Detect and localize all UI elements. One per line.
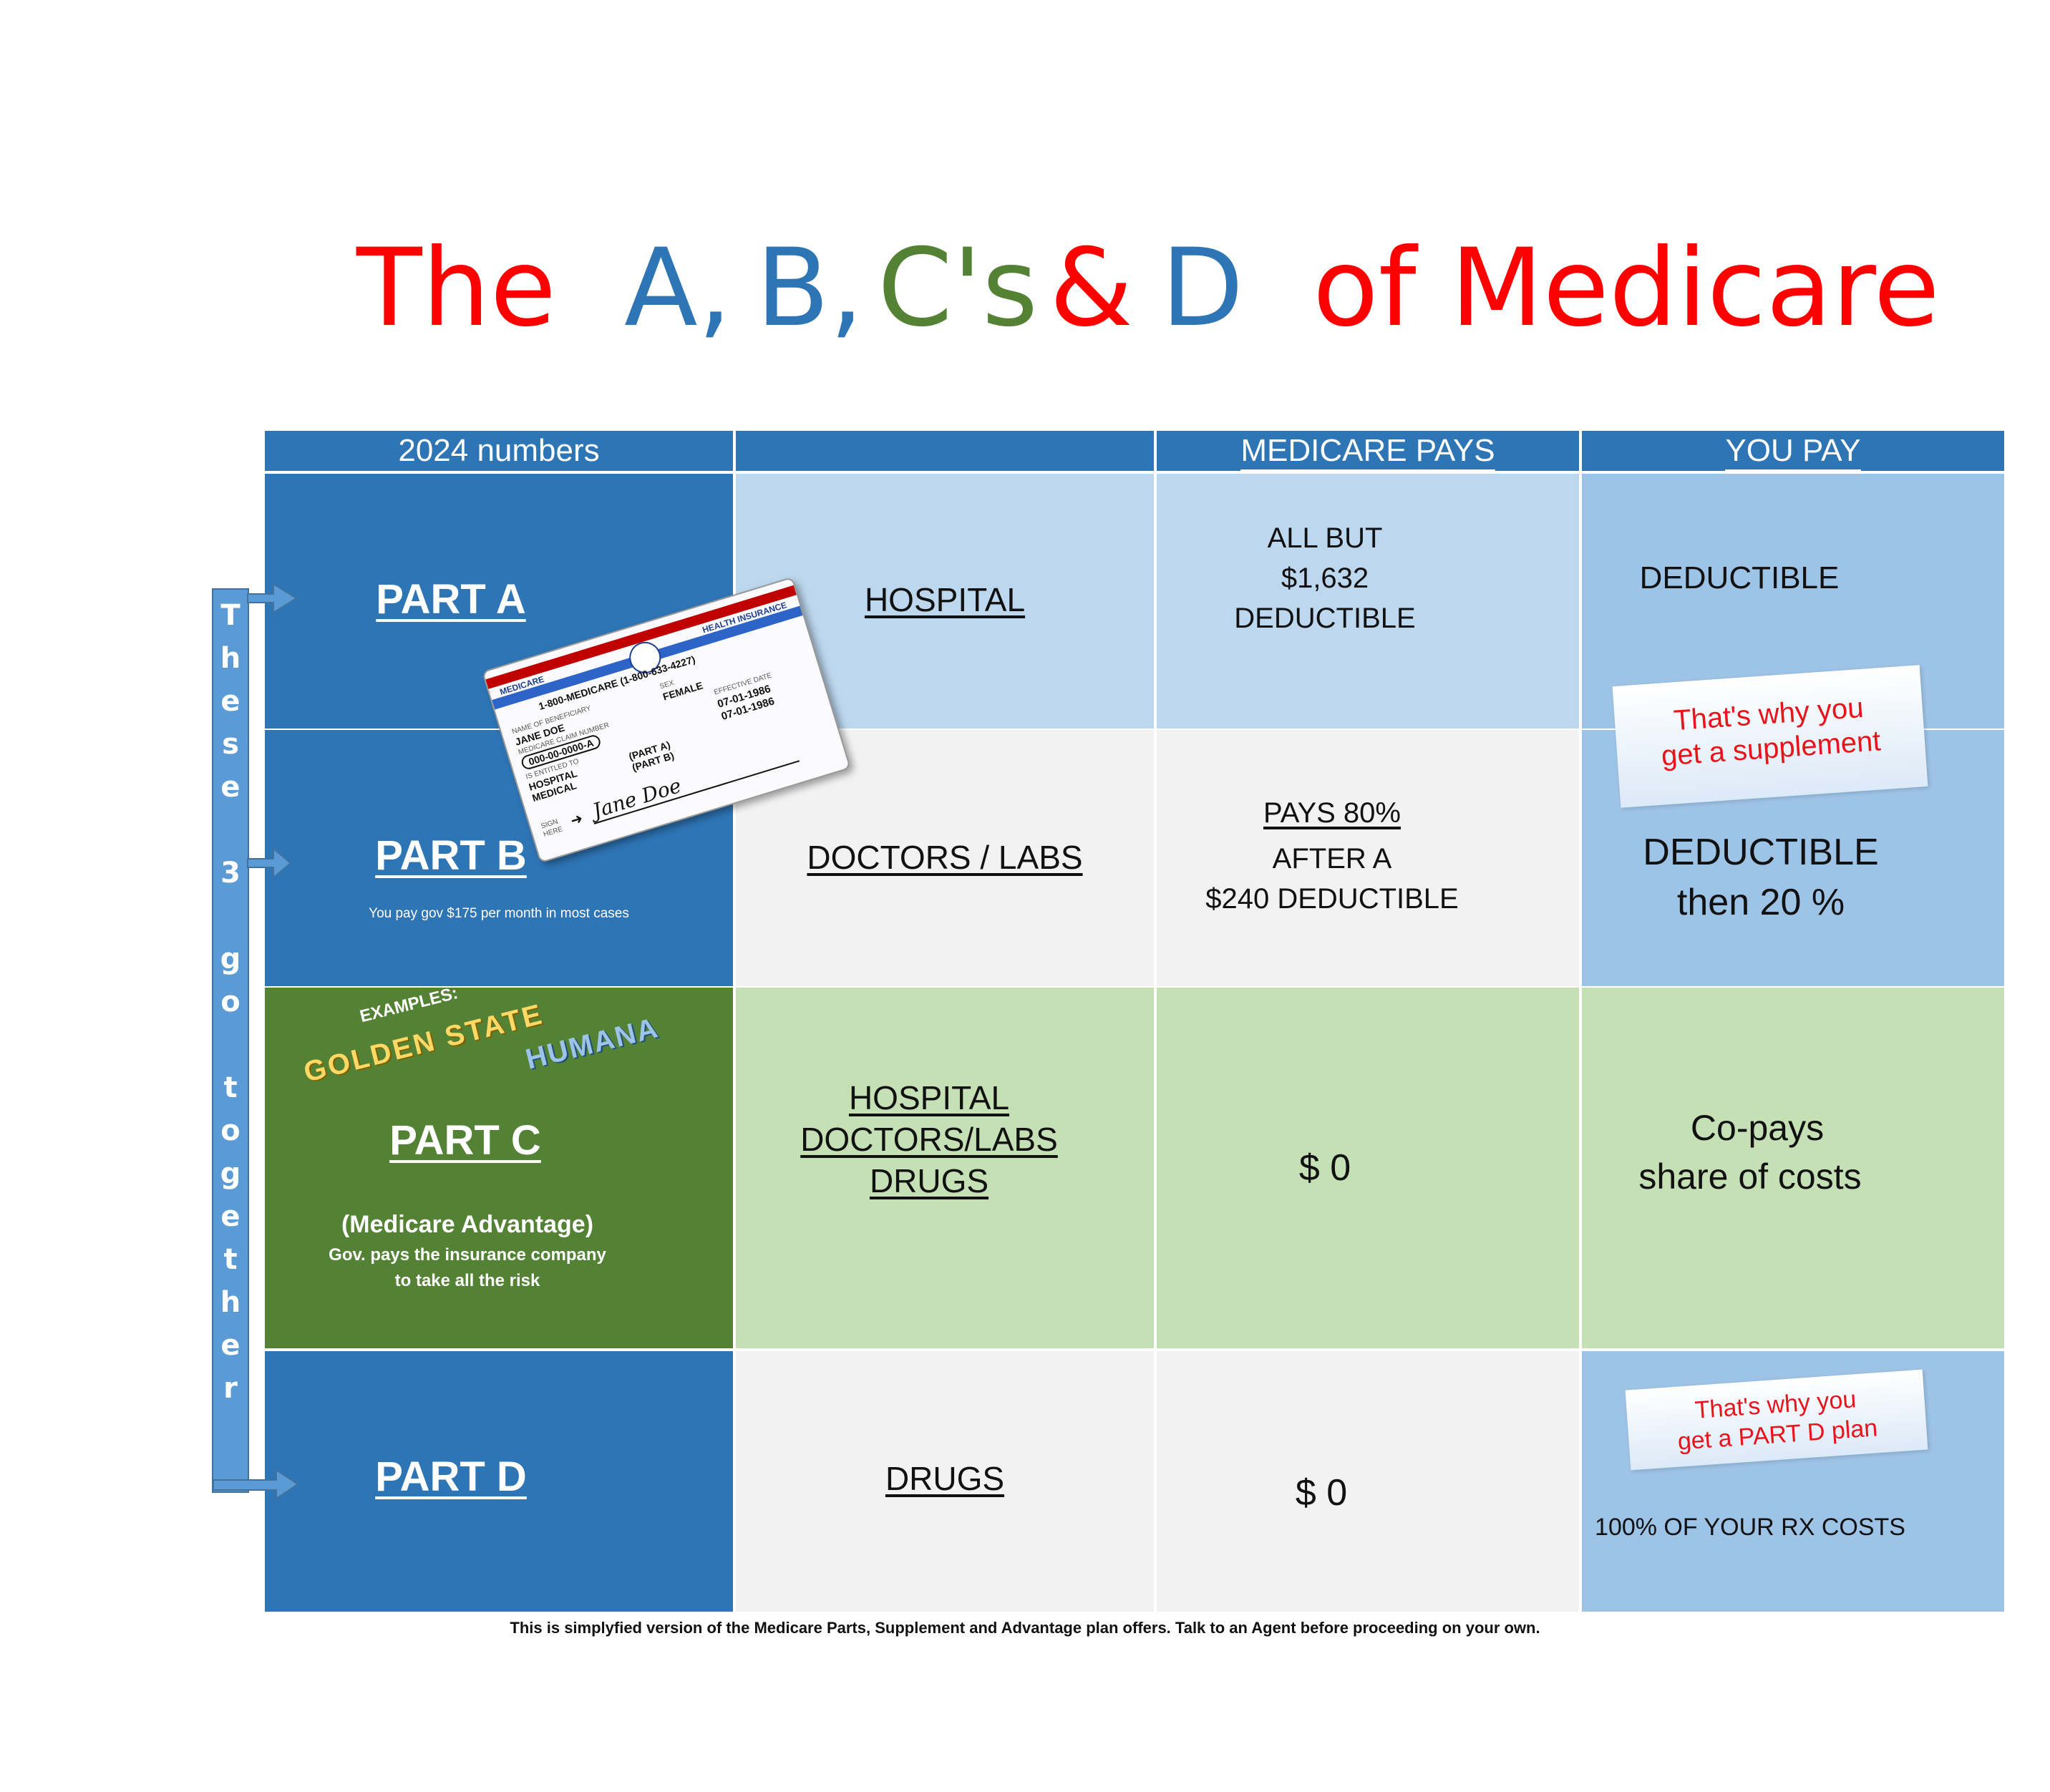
part-b-sub: You pay gov $175 per month in most cases — [369, 906, 629, 921]
coverage-c-cell — [736, 988, 1154, 1348]
you-pay-c-line2: share of costs — [1638, 1156, 1862, 1197]
you-pay-c-line1: Co-pays — [1690, 1108, 1825, 1148]
banner-letter: h — [220, 642, 241, 675]
footer-disclaimer: This is simplyfied version of the Medica… — [510, 1619, 1540, 1637]
part-d-label: PART D — [375, 1453, 527, 1500]
title-b: B, — [756, 226, 864, 351]
banner-letter: e — [220, 771, 241, 804]
coverage-d-cell — [736, 1351, 1154, 1612]
banner-letter — [218, 1023, 243, 1066]
banner-text: T h e s e 3 g o t o g e t h e r — [218, 594, 243, 1410]
banner-letter — [218, 809, 243, 852]
coverage-c-drugs: DRUGS — [869, 1162, 989, 1199]
medicare-a-line1: ALL BUT — [1267, 522, 1383, 554]
medicare-a-line3: DEDUCTIBLE — [1234, 603, 1416, 634]
part-c-sub3: to take all the risk — [394, 1271, 540, 1290]
header-col-numbers: 2024 numbers — [265, 431, 733, 471]
banner-letter: 3 — [220, 857, 241, 890]
header-col-you-pay: YOU PAY — [1582, 431, 2004, 471]
arrow-part-a-icon — [247, 583, 298, 614]
card-signature: Jane Doe — [590, 773, 684, 823]
banner-letter: r — [223, 1372, 238, 1405]
banner-bar — [212, 588, 249, 1493]
coverage-c-hospital: HOSPITAL — [848, 1079, 1010, 1116]
supplement-note: That's why you get a supplement — [1612, 665, 1928, 808]
title-cs: C's — [878, 226, 1039, 351]
medicare-d-cell — [1157, 1351, 1579, 1612]
banner-arrows — [213, 583, 298, 1500]
part-c-sub2: Gov. pays the insurance company — [329, 1245, 606, 1265]
you-pay-b-line2: then 20 % — [1676, 882, 1845, 923]
arrow-part-d-icon — [213, 1469, 298, 1500]
part-c-label: PART C — [389, 1117, 541, 1164]
banner-letter: t — [223, 1243, 238, 1276]
medicare-d-amount: $ 0 — [1295, 1472, 1348, 1514]
medicare-b-cell — [1157, 730, 1579, 986]
medicare-a-line2: $1,632 — [1281, 563, 1369, 594]
medicare-a-cell — [1157, 474, 1579, 729]
coverage-doctors-labs: DOCTORS / LABS — [807, 839, 1083, 876]
banner-letter: e — [220, 1329, 241, 1362]
banner-letter: g — [220, 943, 241, 975]
header-col-medicare-pays: MEDICARE PAYS — [1157, 431, 1579, 471]
medicare-c-cell — [1157, 988, 1579, 1348]
banner-letter: o — [220, 1114, 241, 1147]
medicare-b-line1: PAYS 80% — [1263, 797, 1401, 829]
you-pay-a: DEDUCTIBLE — [1639, 560, 1840, 595]
you-pay-b-line1: DEDUCTIBLE — [1643, 832, 1879, 873]
title-the: The — [356, 226, 556, 351]
coverage-c-doctors-labs: DOCTORS/LABS — [800, 1121, 1058, 1158]
title-a: A, — [624, 226, 732, 351]
part-c-sub1: (Medicare Advantage) — [341, 1211, 594, 1238]
banner-letter: s — [222, 728, 239, 761]
card-sign-label: SIGN HERE — [540, 817, 564, 839]
you-pay-d: 100% OF YOUR RX COSTS — [1595, 1514, 1905, 1541]
part-b-label: PART B — [375, 832, 527, 879]
coverage-drugs: DRUGS — [885, 1460, 1005, 1497]
header-col-coverage — [736, 431, 1154, 471]
title-of-medicare: of Medicare — [1313, 226, 1940, 351]
banner-letter: T — [220, 599, 241, 632]
banner-letter: o — [220, 985, 241, 1018]
banner-letter: h — [220, 1286, 241, 1319]
banner-letter: e — [220, 1200, 241, 1233]
part-d-cell — [265, 1351, 733, 1612]
medicare-c-amount: $ 0 — [1298, 1147, 1351, 1189]
arrow-part-b-icon — [247, 847, 292, 880]
banner-letter: t — [223, 1071, 238, 1104]
coverage-hospital: HOSPITAL — [864, 581, 1026, 618]
title-d: D — [1161, 226, 1244, 351]
medicare-b-line2: AFTER A — [1272, 843, 1392, 875]
banner-letter — [218, 895, 243, 938]
banner-letter: e — [220, 685, 241, 718]
you-pay-c-cell — [1582, 988, 2004, 1348]
banner-letter: g — [220, 1157, 241, 1190]
part-c-cell — [265, 988, 733, 1348]
title-amp: & — [1049, 226, 1133, 351]
part-a-label: PART A — [376, 576, 526, 623]
medicare-b-line3: $240 DEDUCTIBLE — [1205, 883, 1459, 915]
page-title: The A, B, C's & D of Medicare — [0, 228, 2050, 349]
